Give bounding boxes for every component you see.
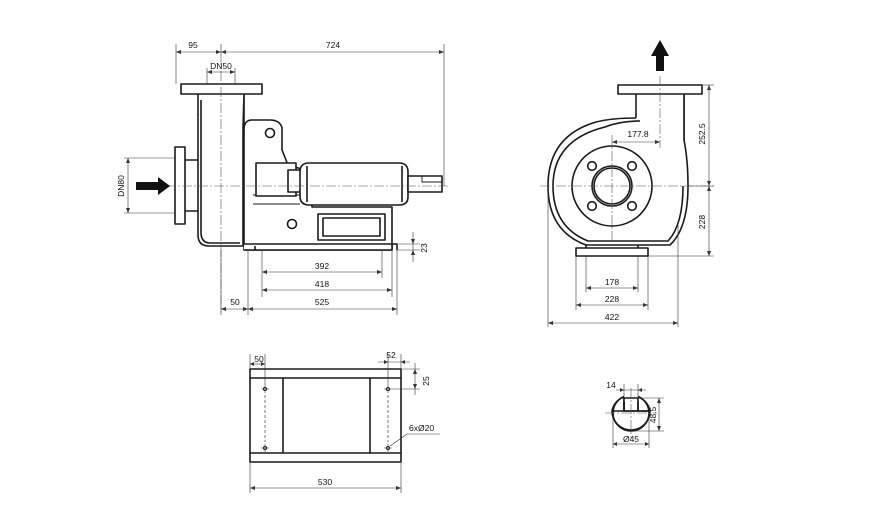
dim-252-5: 252.5 bbox=[697, 123, 707, 145]
dim-530: 530 bbox=[318, 477, 332, 487]
dim-95: 95 bbox=[188, 40, 198, 50]
dim-418: 418 bbox=[315, 279, 329, 289]
base-plan-dimensions: 50 52 25 6xØ20 530 bbox=[249, 350, 440, 493]
suction-flow-arrow bbox=[136, 177, 170, 195]
dim-228-right: 228 bbox=[697, 215, 707, 229]
front-view-dimensions: 177.8 252.5 228 178 228 422 bbox=[547, 84, 714, 327]
dim-23: 23 bbox=[419, 243, 429, 253]
dim-228-bottom: 228 bbox=[605, 294, 619, 304]
dim-25: 25 bbox=[421, 376, 431, 386]
shaft-section-dimensions: 14 48.5 Ø45 bbox=[606, 380, 664, 448]
dim-525: 525 bbox=[315, 297, 329, 307]
dim-dn50: DN50 bbox=[210, 61, 232, 71]
dim-392: 392 bbox=[315, 261, 329, 271]
side-view bbox=[136, 55, 450, 312]
dim-724: 724 bbox=[326, 40, 340, 50]
dim-52: 52 bbox=[386, 350, 396, 360]
dim-422: 422 bbox=[605, 312, 619, 322]
dim-50-side: 50 bbox=[230, 297, 240, 307]
base-mounting-holes bbox=[261, 385, 392, 452]
dim-dn80: DN80 bbox=[116, 175, 126, 197]
dim-14: 14 bbox=[606, 380, 616, 390]
dim-48-5: 48.5 bbox=[648, 406, 658, 423]
discharge-flow-arrow bbox=[651, 40, 669, 71]
dim-177-8: 177.8 bbox=[627, 129, 649, 139]
dim-dia45: Ø45 bbox=[623, 434, 639, 444]
dim-holes: 6xØ20 bbox=[409, 423, 434, 433]
dim-178: 178 bbox=[605, 277, 619, 287]
side-view-dimensions: 95 724 DN50 DN80 23 392 bbox=[116, 40, 445, 315]
base-plan-view bbox=[249, 368, 402, 463]
front-view bbox=[540, 40, 715, 257]
dim-50-base: 50 bbox=[254, 354, 264, 364]
